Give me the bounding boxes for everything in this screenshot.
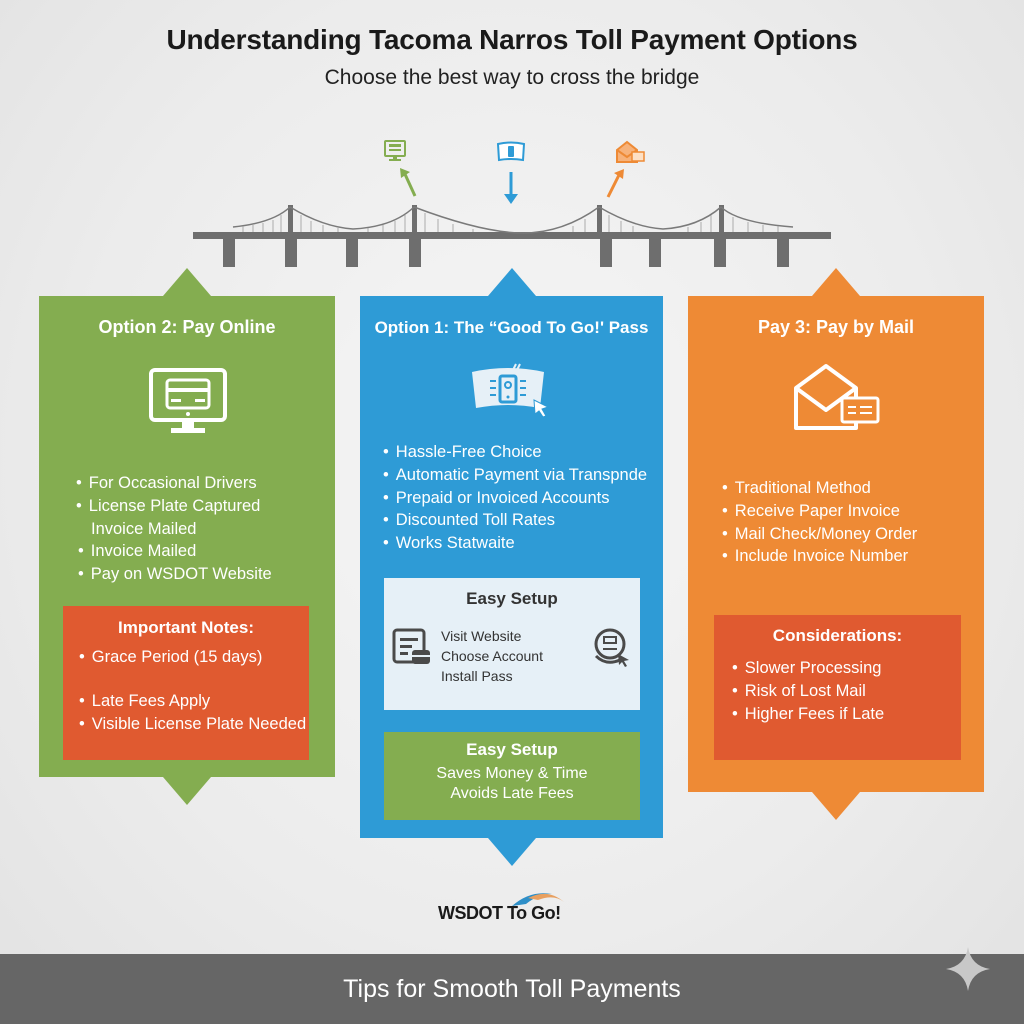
easy-setup-title: Easy Setup: [466, 589, 558, 608]
panel-pointer-down: [812, 792, 860, 820]
bullet-item: Invoice Mailed: [76, 540, 272, 563]
setup-step: Install Pass: [441, 668, 513, 684]
easy-setup-benefits-box: Easy Setup Saves Money & Time Avoids Lat…: [384, 732, 640, 820]
considerations-box: Considerations: Slower Processing Risk o…: [714, 615, 961, 760]
bridge-illustration: [193, 205, 831, 267]
bullet-item: Pay on WSDOT Website: [76, 563, 272, 586]
benefit-line: Saves Money & Time: [436, 765, 588, 782]
mail-bullet-list: Traditional Method Receive Paper Invoice…: [722, 477, 917, 568]
bullet-item: Higher Fees if Late: [732, 703, 884, 726]
account-click-icon: [594, 628, 629, 667]
panel-pointer-up: [488, 268, 536, 296]
bullet-item: Late Fees Apply: [79, 690, 306, 713]
footer-text: Tips for Smooth Toll Payments: [343, 975, 681, 1003]
arrow-up-left-icon: [400, 168, 417, 197]
bullet-item: License Plate Captured: [76, 495, 272, 518]
pass-bullet-list: Hassle-Free Choice Automatic Payment via…: [383, 441, 647, 555]
envelope-invoice-icon: [794, 364, 880, 430]
transponder-icon: [496, 141, 526, 162]
bullet-item: Discounted Toll Rates: [383, 509, 647, 532]
benefit-line: Avoids Late Fees: [450, 785, 574, 802]
logo-text: WSDOT To Go!: [438, 903, 561, 923]
bullet-item: Slower Processing: [732, 657, 884, 680]
footer-banner: Tips for Smooth Toll Payments: [0, 954, 1024, 1024]
panel-title: Option 1: The “Good To Go!' Pass: [374, 318, 649, 337]
setup-steps: Visit Website Choose Account Install Pas…: [441, 626, 543, 686]
arrow-up-right-icon: [606, 169, 624, 198]
panel-good-to-go-pass: Option 1: The “Good To Go!' Pass Hassle-…: [360, 268, 663, 866]
panel-title: Option 2: Pay Online: [98, 317, 276, 337]
mail-icon: [616, 140, 645, 163]
bullet-continuation: Invoice Mailed: [91, 519, 197, 538]
bullet-item: Prepaid or Invoiced Accounts: [383, 487, 647, 510]
computer-icon: [384, 140, 406, 161]
bullet-item: Risk of Lost Mail: [732, 680, 884, 703]
benefits-title: Easy Setup: [466, 740, 558, 759]
panel-pay-online: Option 2: Pay Online For Occasional Driv…: [39, 268, 335, 805]
bullet-item: Visible License Plate Needed: [79, 713, 306, 736]
panel-pointer-down: [163, 777, 211, 805]
bullet-item: For Occasional Drivers: [76, 472, 272, 495]
page-title: Understanding Tacoma Narros Toll Payment…: [166, 24, 858, 55]
important-notes-box: Important Notes: Grace Period (15 days) …: [63, 606, 309, 760]
bullet-item: Automatic Payment via Transpnde: [383, 464, 647, 487]
setup-step: Choose Account: [441, 648, 543, 664]
bullet-item: Receive Paper Invoice: [722, 500, 917, 523]
panel-title: Pay 3: Pay by Mail: [757, 317, 915, 337]
transponder-windshield-icon: [472, 363, 550, 418]
sparkle-icon: [946, 947, 990, 991]
setup-step: Visit Website: [441, 628, 522, 644]
web-form-icon: [392, 628, 430, 664]
panel-pointer-down: [488, 838, 536, 866]
arrow-down-icon: [504, 172, 518, 204]
computer-card-icon: [149, 368, 227, 433]
bullet-item: Mail Check/Money Order: [722, 523, 917, 546]
panel-pointer-up: [812, 268, 860, 296]
bullet-item: Traditional Method: [722, 477, 917, 500]
panel-pay-by-mail: Pay 3: Pay by Mail Traditional Method Re…: [688, 268, 984, 820]
bullet-item: Hassle-Free Choice: [383, 441, 647, 464]
considerations-bullet-list: Slower Processing Risk of Lost Mail High…: [732, 657, 884, 725]
bullet-item: Grace Period (15 days): [79, 646, 306, 669]
notes-bullet-list: Grace Period (15 days) Late Fees Apply V…: [79, 646, 306, 735]
important-notes-title: Important Notes:: [118, 618, 254, 637]
swoosh-icon: [512, 893, 564, 906]
considerations-title: Considerations:: [772, 626, 903, 645]
online-bullet-list: For Occasional Drivers License Plate Cap…: [76, 472, 272, 586]
bullet-item: Works Statwaite: [383, 532, 647, 555]
panel-pointer-up: [163, 268, 211, 296]
page-subtitle: Choose the best way to cross the bridge: [324, 66, 700, 89]
bullet-item: Include Invoice Number: [722, 545, 917, 568]
easy-setup-steps-box: Easy Setup Visit Website Choose Account …: [384, 578, 640, 710]
